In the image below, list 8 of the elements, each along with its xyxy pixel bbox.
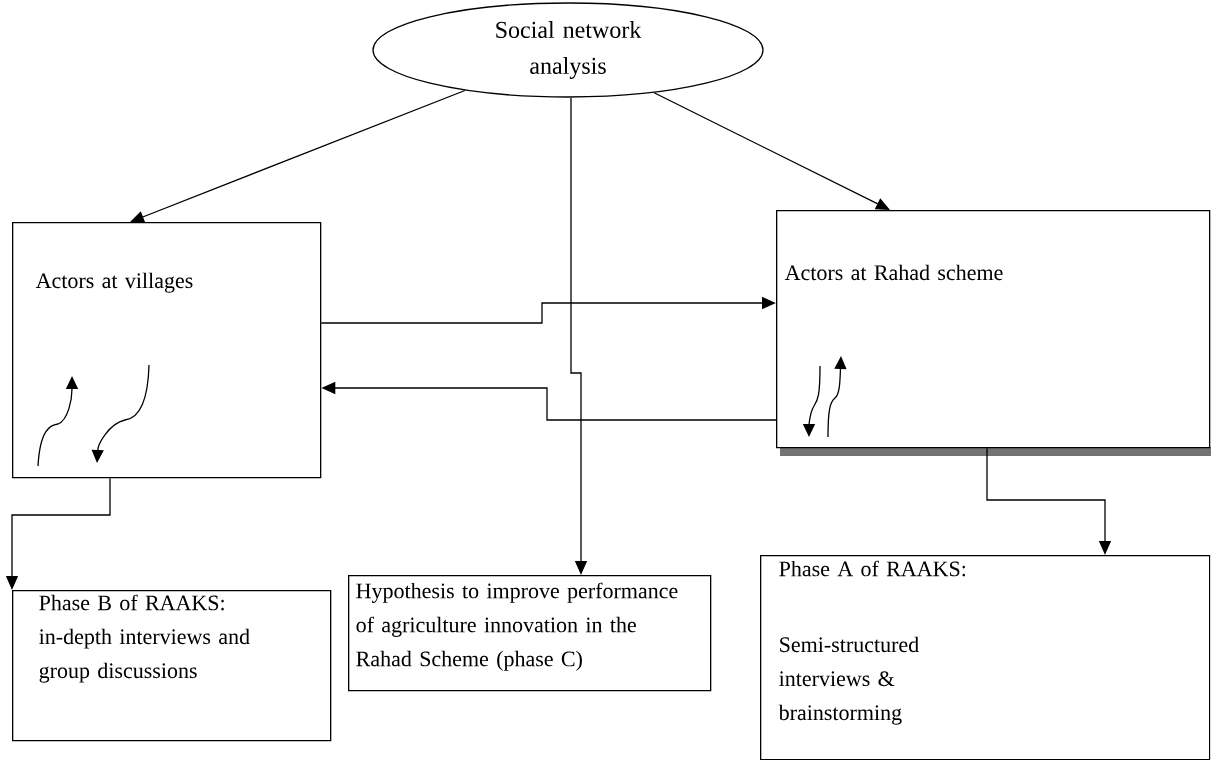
text-box: Phase B of RAAKS: in-depth interviews and group discussions xyxy=(12,590,332,742)
text-box: Actors at Rahad scheme xyxy=(776,210,1211,456)
arrow xyxy=(653,92,890,210)
arrow xyxy=(130,89,466,223)
text-box: Actors at villages xyxy=(12,222,322,479)
text-box: Hypothesis to improve performance of agriculture innovation in the Rahad Scheme (phase C) xyxy=(348,575,712,692)
oval: Social network analysis xyxy=(372,2,764,98)
text-box: Phase A of RAAKS: Semi-structured interviews & brainstorming xyxy=(760,555,1211,760)
